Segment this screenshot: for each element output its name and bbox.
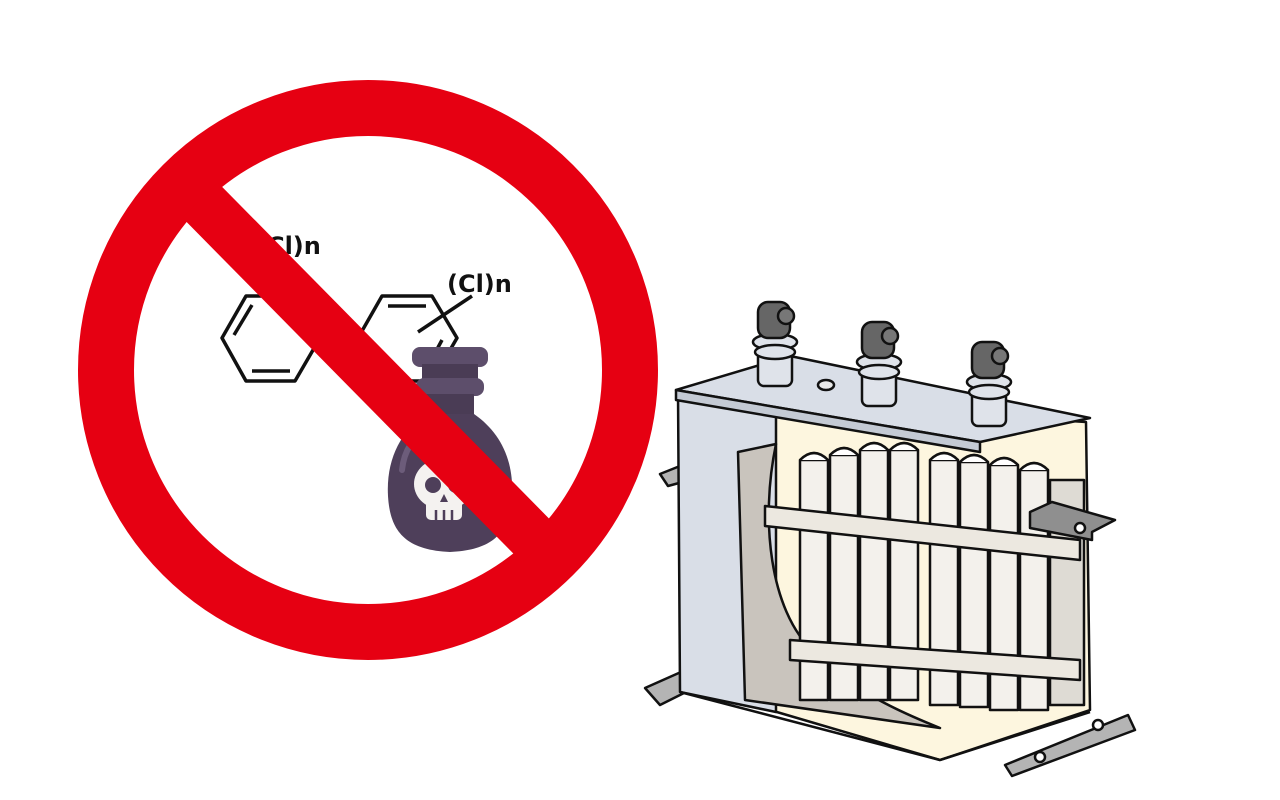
bushing-middle [855,320,903,408]
core-clamp-lower [788,638,1082,682]
transformer-cutaway-icon [643,300,1137,778]
chlorine-substituent-right: (Cl)n [447,270,512,298]
no-entry-circle-icon [78,80,658,660]
lid-plug [816,378,836,392]
core-clamp-upper [763,504,1082,562]
bushing-right [965,340,1013,428]
transformer-bracket [1028,500,1117,542]
bushing-left [751,300,799,388]
